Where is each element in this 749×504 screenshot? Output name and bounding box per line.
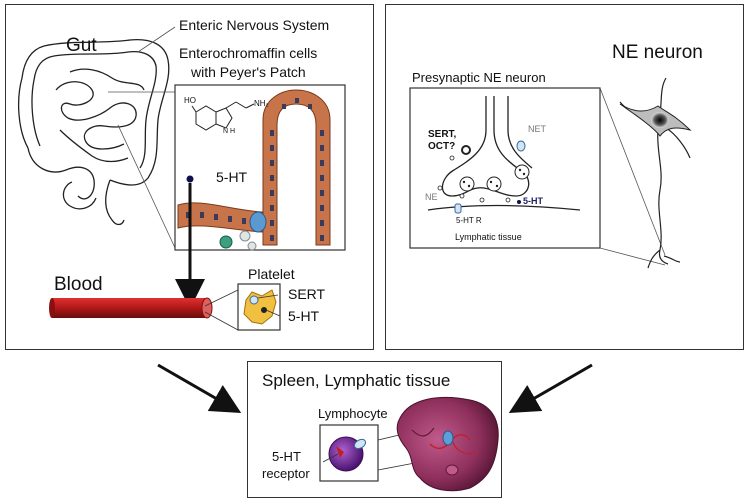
sert-oct-label-line2: OCT?: [428, 141, 456, 152]
ec-cells-label-line2: with Peyer's Patch: [191, 64, 306, 80]
arrow-gut-to-spleen: [157, 363, 242, 413]
ne-neuron: [619, 77, 691, 269]
net-transporter: [516, 140, 526, 152]
ne-label: NE: [425, 192, 438, 202]
receptor-label-line2: receptor: [262, 466, 310, 481]
synaptic-vesicles: [459, 164, 530, 192]
serotonin-dot: [186, 175, 194, 183]
molecule-nh2-label: NH₂: [254, 99, 269, 108]
arrow-neuron-to-spleen: [508, 363, 593, 413]
molecule-oh-label: HO: [184, 96, 196, 105]
sert-oct-transporter: [461, 145, 471, 155]
neuron-soma: [651, 112, 669, 128]
sert-oct-label-line1: SERT,: [428, 129, 457, 140]
platelet-label: Platelet: [248, 266, 295, 282]
receptor-label: 5-HT R: [456, 216, 482, 225]
synapse-5ht-dot: [517, 200, 521, 204]
gut-label: Gut: [66, 35, 97, 56]
gut-illustration: [18, 38, 170, 226]
5ht-receptor-shape: [454, 203, 462, 214]
serotonin-label: 5-HT: [216, 169, 248, 185]
blood-label: Blood: [54, 274, 103, 295]
sert-label: SERT: [288, 286, 326, 302]
receptor-label-line1: 5-HT: [272, 449, 301, 464]
ne-neuron-label: NE neuron: [612, 42, 703, 63]
platelet-5ht-dot: [261, 307, 267, 313]
synapse-inset: [409, 87, 601, 249]
blood-vessel: [49, 297, 213, 319]
lymphatic-tissue-label: Lymphatic tissue: [455, 232, 522, 242]
net-label: NET: [528, 124, 546, 134]
lymphocyte-receptor: [336, 446, 344, 458]
platelet-sert: [249, 295, 259, 305]
molecule-nh-label: N H: [223, 128, 236, 135]
ec-cells-label-line1: Enterochromaffin cells: [179, 45, 318, 61]
platelet-5ht-label: 5-HT: [288, 308, 320, 324]
spleen-panel-title: Spleen, Lymphatic tissue: [262, 371, 451, 390]
presynaptic-label: Presynaptic NE neuron: [412, 70, 546, 85]
ens-label: Enteric Nervous System: [179, 17, 330, 33]
serotonin-molecule: [191, 101, 255, 131]
villus-illustration: [177, 89, 331, 251]
lymphocyte-label: Lymphocyte: [318, 406, 388, 421]
synapse-5ht-label: 5-HT: [523, 196, 543, 206]
